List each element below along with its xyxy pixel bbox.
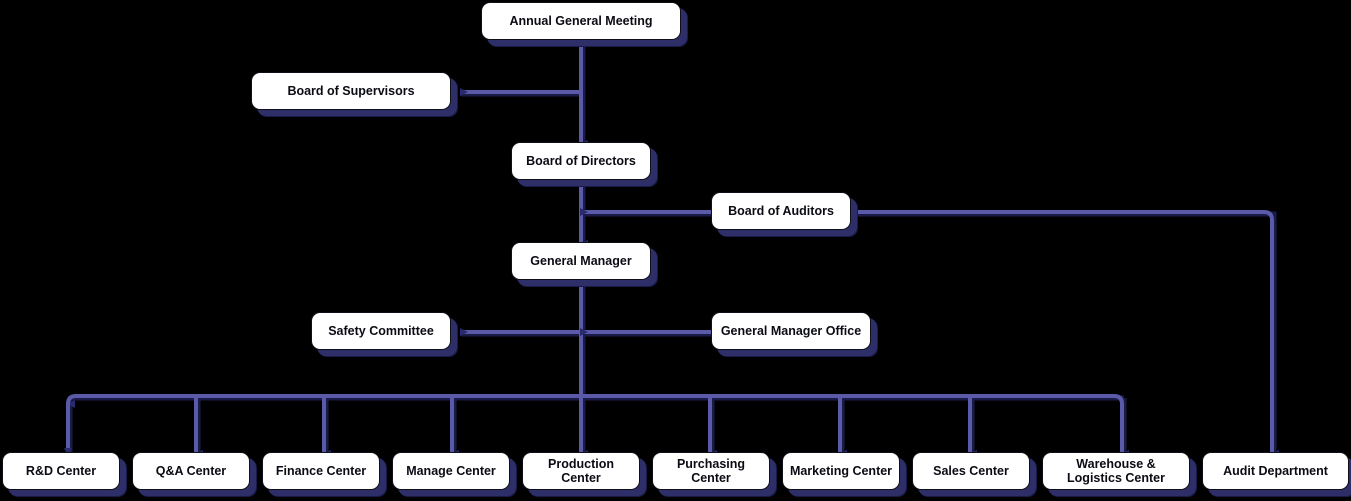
node-label: Production Center bbox=[548, 457, 614, 485]
node-label: Sales Center bbox=[933, 464, 1009, 478]
node-general-manager-office[interactable]: General Manager Office bbox=[711, 312, 871, 350]
node-label: Board of Auditors bbox=[728, 204, 834, 218]
node-rnd-center[interactable]: R&D Center bbox=[2, 452, 120, 490]
node-annual-general-meeting[interactable]: Annual General Meeting bbox=[481, 2, 681, 40]
node-safety-committee[interactable]: Safety Committee bbox=[311, 312, 451, 350]
node-label: Marketing Center bbox=[789, 464, 893, 478]
node-manage-center[interactable]: Manage Center bbox=[392, 452, 510, 490]
edge-bus-left-shoulder bbox=[66, 394, 77, 452]
node-label: Board of Directors bbox=[526, 154, 636, 168]
edge-branch-warehouse bbox=[1113, 394, 1129, 458]
node-label: General Manager bbox=[530, 254, 632, 268]
node-board-of-directors[interactable]: Board of Directors bbox=[511, 142, 651, 180]
node-label: Q&A Center bbox=[155, 464, 227, 478]
node-label: Safety Committee bbox=[328, 324, 434, 338]
node-warehouse-logistics-center[interactable]: Warehouse & Logistics Center bbox=[1042, 452, 1190, 490]
node-label: Purchasing Center bbox=[676, 457, 746, 485]
node-label: Warehouse & Logistics Center bbox=[1067, 457, 1165, 485]
node-marketing-center[interactable]: Marketing Center bbox=[782, 452, 900, 490]
node-label: Finance Center bbox=[275, 464, 367, 478]
node-general-manager[interactable]: General Manager bbox=[511, 242, 651, 280]
node-production-center[interactable]: Production Center bbox=[522, 452, 640, 490]
node-label: Manage Center bbox=[406, 464, 496, 478]
node-label: Audit Department bbox=[1223, 464, 1328, 478]
node-purchasing-center[interactable]: Purchasing Center bbox=[652, 452, 770, 490]
node-label: Board of Supervisors bbox=[287, 84, 415, 98]
node-label: R&D Center bbox=[25, 464, 97, 478]
node-label: General Manager Office bbox=[720, 324, 862, 338]
node-board-of-auditors[interactable]: Board of Auditors bbox=[711, 192, 851, 230]
node-label: Annual General Meeting bbox=[509, 14, 653, 28]
node-board-of-supervisors[interactable]: Board of Supervisors bbox=[251, 72, 451, 110]
node-finance-center[interactable]: Finance Center bbox=[262, 452, 380, 490]
node-audit-department[interactable]: Audit Department bbox=[1202, 452, 1349, 490]
node-qa-center[interactable]: Q&A Center bbox=[132, 452, 250, 490]
edge-boa-to-audit bbox=[853, 210, 1279, 458]
node-sales-center[interactable]: Sales Center bbox=[912, 452, 1030, 490]
